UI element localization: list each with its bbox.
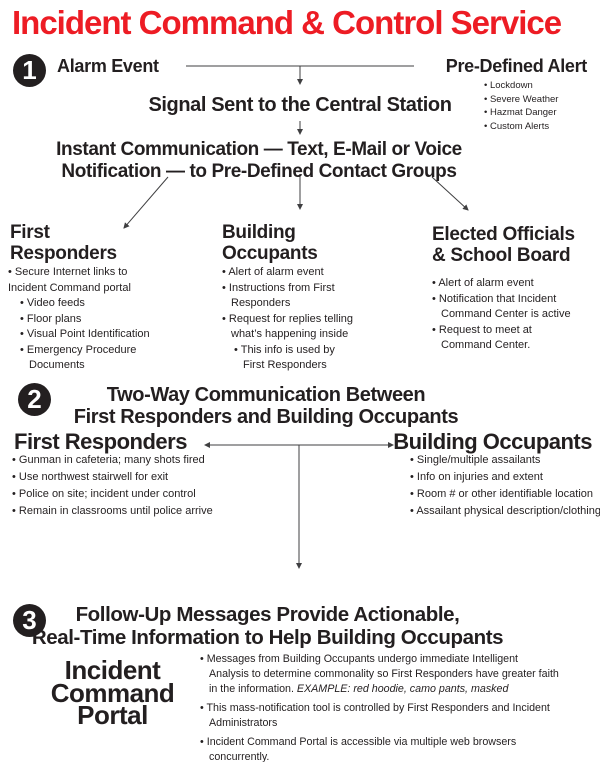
bullet-item: Secure Internet links to Incident Comman… — [8, 265, 150, 296]
page-title: Incident Command & Control Service — [12, 4, 562, 41]
signal-heading: Signal Sent to the Central Station — [148, 94, 452, 116]
alert-type-item: Hazmat Danger — [484, 106, 558, 120]
incident-command-portal-heading: Incident Command Portal — [50, 655, 175, 730]
bullet-item: Alert of alarm event — [432, 276, 571, 292]
bullet-text: in the information. — [209, 683, 297, 695]
step2-first-responders-heading: First Responders — [14, 429, 187, 454]
bullet-item: Notification that Incident Command Cente… — [432, 292, 571, 323]
col-first-responders-heading: First Responders — [10, 222, 117, 264]
bullet-item: Single/multiple assailants — [410, 452, 600, 469]
bullet-item: Incident Command Portal is accessible vi… — [200, 735, 559, 762]
bullet-item: Police on site; incident under control — [12, 486, 213, 503]
bullet-item: Assailant physical description/clothing — [410, 503, 600, 520]
col-elected-officials-heading: Elected Officials & School Board — [432, 224, 575, 266]
bullet-item: Alert of alarm event — [222, 265, 353, 281]
step2-first-responders-list: Gunman in cafeteria; many shots fired Us… — [12, 452, 213, 520]
step3-badge: 3 — [13, 604, 46, 637]
col-building-occupants-heading: Building Occupants — [222, 222, 318, 264]
bullet-item: Gunman in cafeteria; many shots fired — [12, 452, 213, 469]
alert-type-item: Lockdown — [484, 79, 558, 93]
bullet-item: Instructions from First Responders — [222, 281, 353, 312]
arrow-to-first-responders — [123, 176, 169, 229]
bullet-item: Video feeds — [20, 296, 150, 312]
bullet-item: Messages from Building Occupants undergo… — [200, 652, 559, 697]
step3-bullets-list: Messages from Building Occupants undergo… — [200, 652, 559, 762]
instant-line-1: Instant Communication — Text, E-Mail or … — [56, 139, 462, 160]
bullet-item: Request for replies telling what’s happe… — [222, 312, 353, 343]
bullet-item: Floor plans — [20, 312, 150, 328]
bullet-item: Room # or other identifiable location — [410, 486, 600, 503]
step2-heading: Two-Way Communication Between First Resp… — [73, 384, 459, 428]
bullet-item: This info is used by First Responders — [234, 343, 353, 374]
bullet-example-text: EXAMPLE: red hoodie, camo pants, masked — [296, 683, 509, 695]
col-elected-officials-list: Alert of alarm event Notification that I… — [432, 276, 571, 354]
step2-building-occupants-list: Single/multiple assailants Info on injur… — [410, 452, 600, 520]
pre-defined-alert-label: Pre-Defined Alert — [445, 56, 588, 76]
alert-type-item: Severe Weather — [484, 93, 558, 107]
bullet-item: Visual Point Identification — [20, 327, 150, 343]
alert-type-item: Custom Alerts — [484, 120, 558, 134]
bullet-item: Request to meet at Command Center. — [432, 323, 571, 354]
alarm-event-label: Alarm Event — [57, 56, 159, 76]
alert-types-list: Lockdown Severe Weather Hazmat Danger Cu… — [484, 79, 558, 133]
step2-building-occupants-heading: Building Occupants — [393, 429, 592, 454]
instant-communication-heading: Instant Communication — Text, E-Mail or … — [0, 139, 518, 183]
bullet-item: Use northwest stairwell for exit — [12, 469, 213, 486]
col-building-occupants-list: Alert of alarm event Instructions from F… — [222, 265, 353, 374]
col-first-responders-list: Secure Internet links to Incident Comman… — [8, 265, 150, 374]
step2-badge: 2 — [18, 383, 51, 416]
bullet-item: Info on injuries and extent — [410, 469, 600, 486]
step3-heading: Follow-Up Messages Provide Actionable, R… — [31, 603, 504, 649]
step1-badge: 1 — [13, 54, 46, 87]
bullet-item: Emergency Procedure Documents — [20, 343, 150, 374]
bullet-item: Remain in classrooms until police arrive — [12, 503, 213, 520]
instant-line-2: Notification — to Pre-Defined Contact Gr… — [61, 161, 457, 182]
bullet-item: This mass-notification tool is controlle… — [200, 701, 559, 731]
